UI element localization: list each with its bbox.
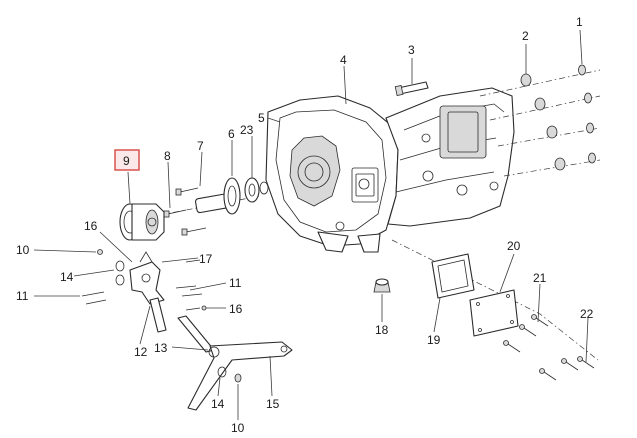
cover-plate[interactable] xyxy=(431,253,475,299)
nut-column[interactable] xyxy=(520,73,566,171)
release-bearing[interactable] xyxy=(119,203,165,241)
callout-14-left[interactable]: 14 xyxy=(60,270,74,284)
callout-16-right[interactable]: 16 xyxy=(229,302,243,316)
bolt-7[interactable] xyxy=(175,187,199,196)
drain-plug[interactable] xyxy=(373,278,391,293)
callout-6[interactable]: 6 xyxy=(228,127,235,141)
callout-10-upper[interactable]: 10 xyxy=(16,243,30,257)
callout-2[interactable]: 2 xyxy=(522,29,529,43)
bolt-axis-4 xyxy=(503,159,601,177)
callout-1[interactable]: 1 xyxy=(576,15,583,29)
leader-lines xyxy=(33,29,589,420)
callout-23[interactable]: 23 xyxy=(240,123,254,137)
stud-bolt[interactable] xyxy=(394,81,429,96)
callout-13[interactable]: 13 xyxy=(154,341,168,355)
gasket[interactable] xyxy=(469,289,519,337)
o-ring[interactable] xyxy=(259,181,269,195)
callout-21[interactable]: 21 xyxy=(533,271,547,285)
callout-18[interactable]: 18 xyxy=(375,323,389,337)
callout-10-lower[interactable]: 10 xyxy=(231,421,245,435)
callout-20[interactable]: 20 xyxy=(507,239,521,253)
pins[interactable] xyxy=(81,259,207,311)
callout-labels: 1 2 3 4 5 6 7 8 9 10 10 11 11 12 13 14 1… xyxy=(16,15,594,435)
callout-19[interactable]: 19 xyxy=(427,333,441,347)
callout-8[interactable]: 8 xyxy=(164,149,171,163)
callout-22[interactable]: 22 xyxy=(580,307,594,321)
callout-5[interactable]: 5 xyxy=(258,111,265,125)
callout-16-upper[interactable]: 16 xyxy=(84,219,98,233)
callout-4[interactable]: 4 xyxy=(340,53,347,67)
bolt-axis-2 xyxy=(489,95,601,121)
callout-3[interactable]: 3 xyxy=(408,43,415,57)
washer-column[interactable] xyxy=(578,64,596,164)
bolt-axis-3 xyxy=(497,127,601,147)
small-bushings[interactable] xyxy=(97,249,242,383)
callout-9-highlight xyxy=(114,149,140,171)
bolt-8[interactable] xyxy=(163,209,207,236)
callout-7[interactable]: 7 xyxy=(197,139,204,153)
release-fork[interactable] xyxy=(129,251,165,305)
callout-11-right[interactable]: 11 xyxy=(229,276,242,290)
input-shaft-guide[interactable] xyxy=(194,177,241,215)
seal-ring[interactable] xyxy=(244,177,260,203)
release-lever[interactable] xyxy=(187,341,293,411)
cover-bolts[interactable] xyxy=(503,314,595,381)
callout-12[interactable]: 12 xyxy=(134,345,148,359)
callout-11-left[interactable]: 11 xyxy=(16,289,29,303)
callout-17[interactable]: 17 xyxy=(199,252,213,266)
callout-15[interactable]: 15 xyxy=(266,397,280,411)
callout-14-lower[interactable]: 14 xyxy=(211,397,225,411)
gearbox-housing[interactable] xyxy=(265,87,515,253)
callout-9[interactable]: 9 xyxy=(123,154,130,168)
